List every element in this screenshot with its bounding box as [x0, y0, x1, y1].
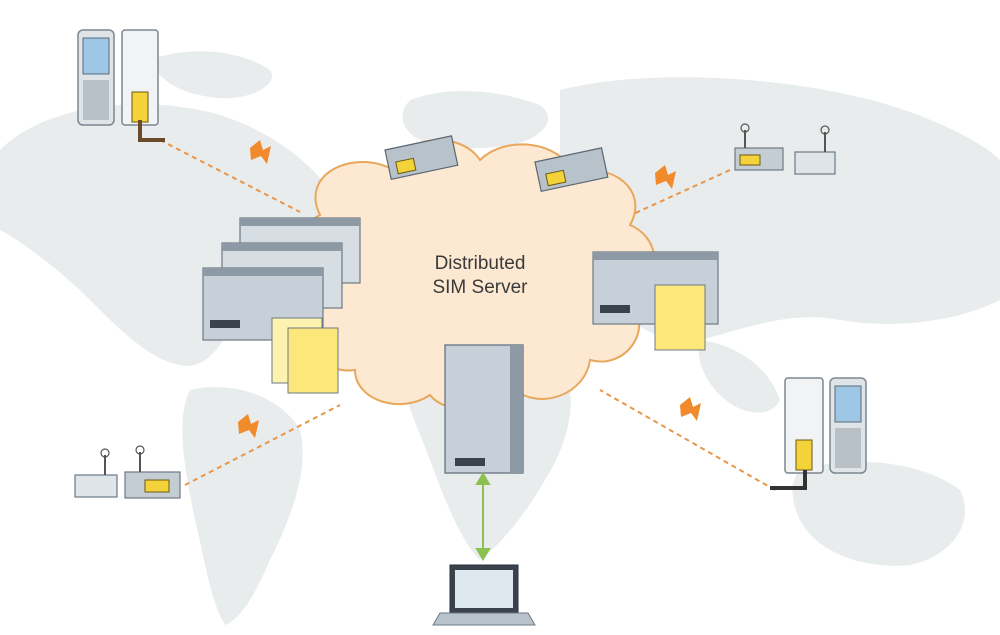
laptop-icon	[432, 564, 536, 626]
gsm-gateway-icon	[74, 448, 118, 498]
sim-adapter-icon	[384, 135, 459, 181]
lightning-bolt-icon	[680, 397, 701, 421]
mobile-phones-bottom-right	[770, 377, 867, 490]
mobile-phone-icon	[121, 29, 159, 126]
sim-card-rack-icon	[271, 317, 339, 394]
link-bottom-right	[599, 389, 776, 491]
sim-adapter-cable	[770, 470, 807, 490]
laptop	[432, 564, 536, 626]
gsm-gateway-icon	[794, 125, 836, 175]
gsm-gateways-bottom-left	[74, 445, 181, 499]
sim-card-rack-icon	[654, 284, 706, 351]
link-top-right	[619, 169, 731, 221]
sim-banks-left	[202, 217, 361, 394]
sim-bank-right	[592, 251, 719, 351]
cloud-label-line-1: Distributed	[434, 253, 526, 274]
gsm-gateways-top-right	[734, 123, 836, 175]
sim-manager-server	[444, 344, 524, 474]
gsm-gateway-icon	[734, 123, 784, 171]
sim-adapter-cable	[138, 120, 165, 142]
sim-adapters-in-cloud	[384, 135, 609, 193]
mobile-phone-icon	[77, 29, 115, 126]
lightning-bolt-icon	[250, 140, 271, 164]
management-arrow	[475, 472, 491, 561]
cloud-label: Distributed SIM Server	[395, 252, 565, 300]
lightning-bolt-icon	[238, 414, 259, 438]
mobile-phone-icon	[829, 377, 867, 474]
sim-adapter-icon	[534, 147, 609, 193]
link-bottom-left	[184, 404, 341, 486]
lightning-bolt-icon	[655, 165, 676, 189]
sim-manager-server-icon	[444, 344, 524, 474]
mobile-phone-icon	[784, 377, 824, 474]
connection-links	[159, 139, 776, 491]
mobile-phones-top-left	[77, 29, 165, 142]
lightning-bolts	[238, 140, 701, 438]
cloud-label-line-2: SIM Server	[432, 277, 528, 298]
gsm-gateway-icon	[124, 445, 181, 499]
